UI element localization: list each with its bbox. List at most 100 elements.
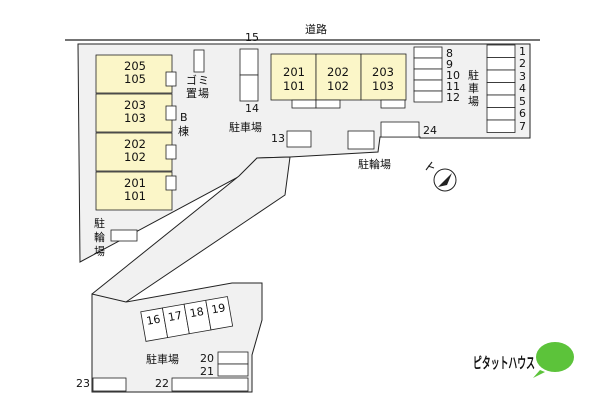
unit-203-103 [95,93,173,133]
parking-label-lower: 駐車場 [146,352,179,366]
parking-spot [413,79,443,92]
garbage-label-char: 置 [186,87,197,100]
spot-number: 10 [446,69,460,82]
building-main: 201 101 202 102 203 103 [270,53,407,109]
parking-vertical-label: 車 [468,81,479,95]
spot-number: 19 [210,301,226,316]
unit-202-102 [95,132,173,172]
garbage-station [193,49,205,73]
spot-number: 9 [446,58,453,71]
road-label: 道路 [305,22,327,36]
bicycle-vertical-label: 駐 [94,216,105,230]
parking-spot [486,82,516,96]
entrance-step [291,99,317,109]
spot-number: 17 [167,309,183,324]
parking-spot [413,57,443,70]
unit-201-101 [270,53,317,101]
spot-15-label: 15 [245,31,259,44]
garbage-label-char: ゴ [186,73,197,87]
parking-column-a: 8 9 10 11 12 [413,46,460,104]
parking-spot-23 [92,377,127,392]
unit-label-top: 202 [124,137,146,151]
logo-leaf-stem [533,370,545,378]
parking-spot-14 [239,74,259,102]
balcony [165,175,177,191]
spot-13-label: 13 [271,132,285,145]
unit-label-bottom: 105 [124,72,146,86]
unit-201-101 [95,171,173,211]
parking-spot [205,296,234,331]
spot-number: 6 [519,107,526,120]
parking-spot-24 [380,121,420,138]
spot-number: 8 [446,47,453,60]
unit-label-bottom: 103 [124,111,146,125]
parking-spot [413,68,443,81]
parking-row-16-19: 16 17 18 19 [140,296,234,342]
unit-label-top: 203 [124,98,146,112]
spot-number: 3 [519,70,526,83]
spot-14-label: 14 [245,102,259,115]
parking-label: 駐車場 [229,120,262,134]
parking-spot-15 [239,48,259,76]
parking-vertical-label: 駐 [468,68,479,82]
parking-vertical-label: 場 [468,95,479,108]
balcony [165,71,177,87]
parking-spot [486,107,516,121]
unit-label-bottom: 102 [327,79,349,93]
parking-spot [486,119,516,133]
spot-number: 11 [446,80,460,93]
bicycle-rack [347,130,375,150]
bicycle-vertical-label: 場 [94,245,105,258]
unit-203-103 [360,53,407,101]
unit-label-bottom: 101 [283,79,305,93]
unit-label-top: 202 [327,65,349,79]
pitat-house-logo: ピタットハウス [473,342,574,378]
unit-label-bottom: 103 [372,79,394,93]
spot-number: 4 [519,82,526,95]
bicycle-vertical-label: 輪 [94,230,105,244]
unit-label-top: 201 [283,65,305,79]
spot-23-label: 23 [76,377,90,390]
building-b-label: B [180,111,188,124]
spot-number: 2 [519,57,526,70]
spot-number: 12 [446,91,460,104]
building-b-label: 棟 [178,124,189,138]
spot-number: 5 [519,95,526,108]
unit-label-bottom: 102 [124,150,146,164]
parking-column-b: 1 2 3 4 5 6 7 [486,44,526,133]
parking-spot-20 [217,351,249,365]
spot-number: 7 [519,120,526,133]
unit-label-top: 201 [124,176,146,190]
parking-spot-22 [171,377,249,392]
bicycle-label: 駐輪場 [358,157,391,171]
garbage-label-char: ミ [198,74,209,87]
garbage-label-char: 場 [198,87,209,100]
parking-spot [486,44,516,58]
balcony [165,105,177,121]
unit-label-top: 203 [372,65,394,79]
spot-22-label: 22 [155,377,169,390]
balcony [165,144,177,160]
spot-number: 18 [189,305,205,320]
logo-leaf-icon [536,342,574,372]
parking-spot [486,57,516,71]
parking-spot [413,90,443,103]
entrance-step [380,99,406,109]
unit-205-105 [95,54,173,94]
spot-20-label: 20 [200,352,214,365]
north-compass-icon [425,161,457,192]
parking-spot [413,46,443,59]
spot-number: 1 [519,45,526,58]
spot-21-label: 21 [200,365,214,378]
building-b: 205 105 203 103 202 102 201 101 [95,54,177,211]
logo-text: ピタットハウス [473,354,535,372]
parking-spot-21 [217,363,249,377]
spot-number: 16 [145,313,161,328]
entrance-step [315,99,341,109]
bicycle-rack-left [110,229,138,242]
spot-24-label: 24 [423,124,437,137]
unit-label-top: 205 [124,59,146,73]
unit-label-bottom: 101 [124,189,146,203]
parking-spot [486,69,516,83]
